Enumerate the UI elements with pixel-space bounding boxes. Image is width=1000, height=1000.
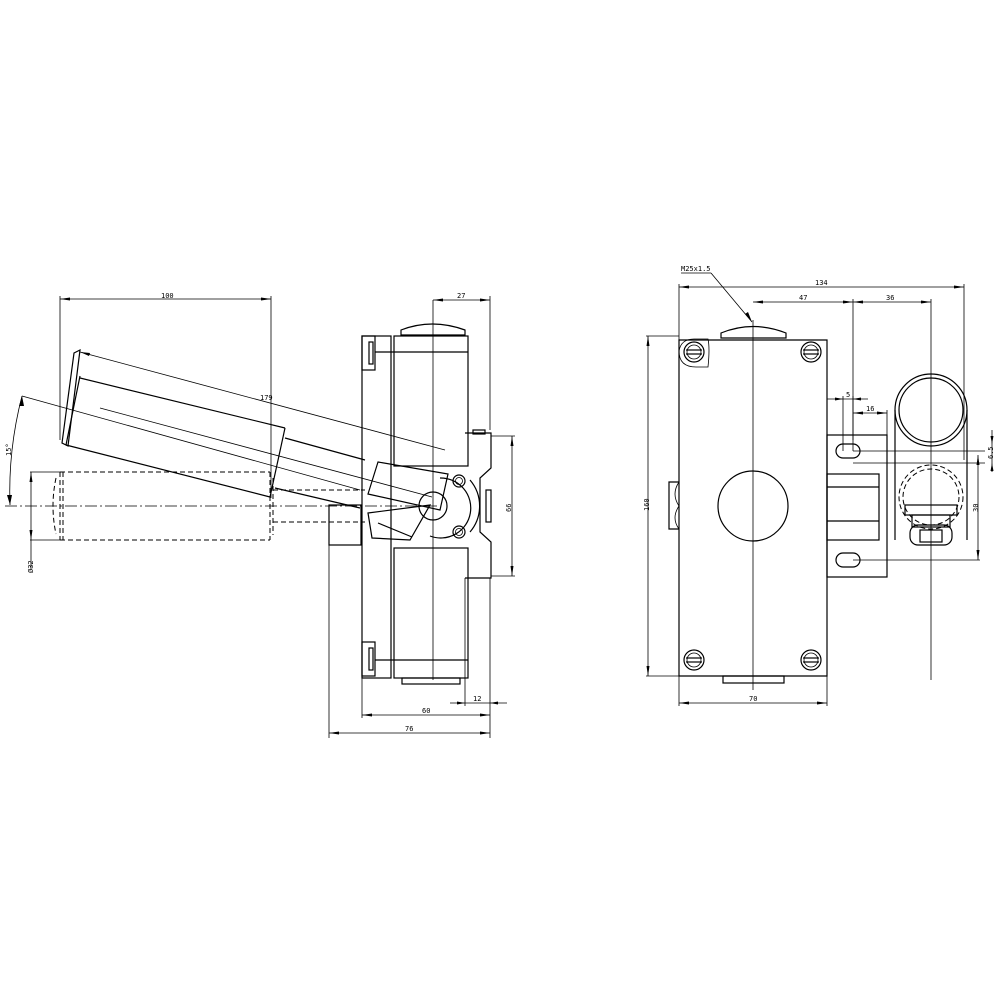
lever-arm [61, 348, 433, 509]
mount-plate [328, 504, 362, 546]
dim-label-160: 160 [643, 498, 651, 511]
side-view: 100 179 15° [5, 292, 515, 738]
dim-head-to-actuator: 27 [433, 292, 491, 430]
dim-lever-reach: 100 [59, 292, 272, 498]
front-view: M25x1.5 134 47 36 [643, 265, 995, 706]
enclosure [668, 320, 828, 690]
dim-label-30: 30 [972, 504, 980, 512]
dim-gland-roller: 47 36 [753, 294, 932, 680]
dim-label-m25: M25x1.5 [681, 265, 711, 273]
dim-label-70: 70 [749, 695, 757, 703]
dim-label-6-5: 6.5 [987, 446, 995, 459]
switch-head [367, 429, 492, 579]
dim-label-d32: Ø32 [27, 560, 35, 573]
mounting-bracket [826, 434, 888, 578]
dim-label-27: 27 [457, 292, 465, 300]
dim-mounting-spacing: 30 [972, 455, 980, 560]
dim-head-height: 66 [491, 435, 515, 577]
dim-label-12: 12 [473, 695, 481, 703]
roller-front [853, 373, 985, 561]
dim-lever-length: 179 [79, 351, 446, 451]
dim-label-134: 134 [815, 279, 828, 287]
dim-body-width: 70 [678, 676, 828, 706]
cable-gland-callout: M25x1.5 [681, 265, 753, 323]
dim-label-47: 47 [799, 294, 807, 302]
dim-overall-width: 134 [678, 279, 965, 460]
dim-label-16: 16 [866, 405, 874, 413]
dim-label-5: 5 [846, 391, 850, 399]
dim-label-60: 60 [422, 707, 430, 715]
dim-swing-angle: 15° [5, 395, 361, 506]
switch-body [361, 300, 469, 685]
dim-label-100: 100 [161, 292, 174, 300]
dim-slot: 5 16 [827, 391, 888, 451]
dim-roller-diameter: Ø32 [27, 471, 60, 573]
dim-label-179: 179 [260, 394, 273, 402]
dim-label-36: 36 [886, 294, 894, 302]
dim-bottom: 12 60 76 [328, 545, 507, 738]
roller-hidden [52, 471, 365, 541]
dim-slot-height: 6.5 [987, 430, 995, 472]
dim-label-15deg: 15° [5, 443, 13, 456]
dim-body-height: 160 [643, 335, 679, 677]
dim-label-76: 76 [405, 725, 413, 733]
dim-label-66: 66 [505, 504, 513, 512]
